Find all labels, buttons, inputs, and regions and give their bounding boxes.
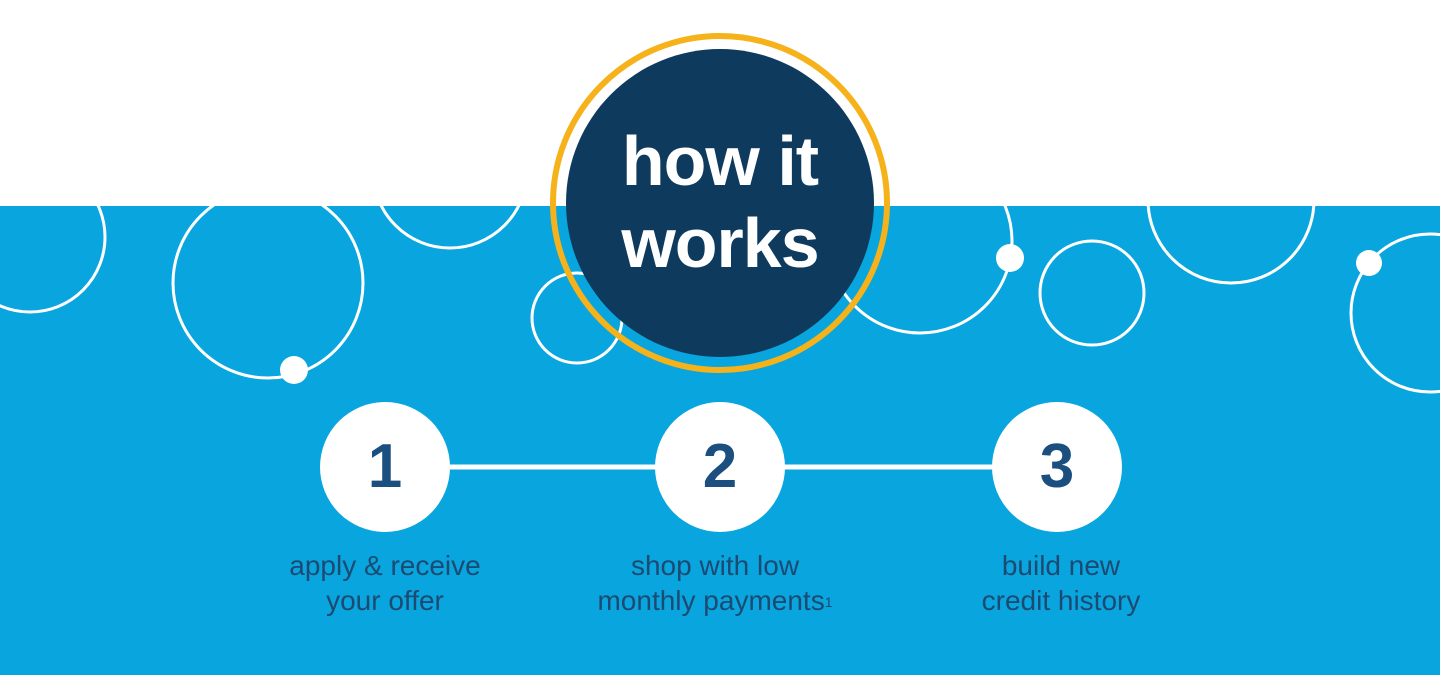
step-number-2: 2 [702, 432, 738, 501]
step-label-line: monthly payments1 [555, 583, 875, 618]
step-label-line: shop with low [630, 550, 800, 581]
decor-dot [280, 356, 308, 384]
decor-circle [379, 206, 521, 250]
step-label-line: build new [1001, 550, 1121, 581]
step-label-line: apply & receive [289, 550, 481, 581]
step-number-1: 1 [367, 432, 403, 501]
step-number-3: 3 [1039, 432, 1075, 501]
decor-circle [171, 206, 365, 380]
step-circle-3 [992, 402, 1122, 532]
page-title: how it works [560, 120, 880, 284]
step-label-text: monthly payments [597, 585, 825, 616]
step-label-line: credit history [981, 585, 1141, 616]
decor-circle [1038, 239, 1146, 347]
step-label-1: apply & receive your offer [225, 548, 545, 618]
step-label-2: shop with low monthly payments1 [555, 548, 875, 618]
decor-dot [996, 244, 1024, 272]
title-line-1: how it [621, 122, 819, 200]
step-label-line: your offer [326, 585, 444, 616]
title-line-2: works [621, 204, 819, 282]
decor-circle [1146, 206, 1316, 285]
decor-circle [1349, 232, 1440, 394]
decor-circle [0, 206, 107, 314]
title-badge [566, 49, 874, 357]
step-label-3: build new credit history [901, 548, 1221, 618]
title-badge-ring [550, 33, 890, 373]
decor-dot [1356, 250, 1382, 276]
footnote-marker[interactable]: 1 [824, 594, 833, 610]
step-circle-2 [655, 402, 785, 532]
step-circle-1 [320, 402, 450, 532]
